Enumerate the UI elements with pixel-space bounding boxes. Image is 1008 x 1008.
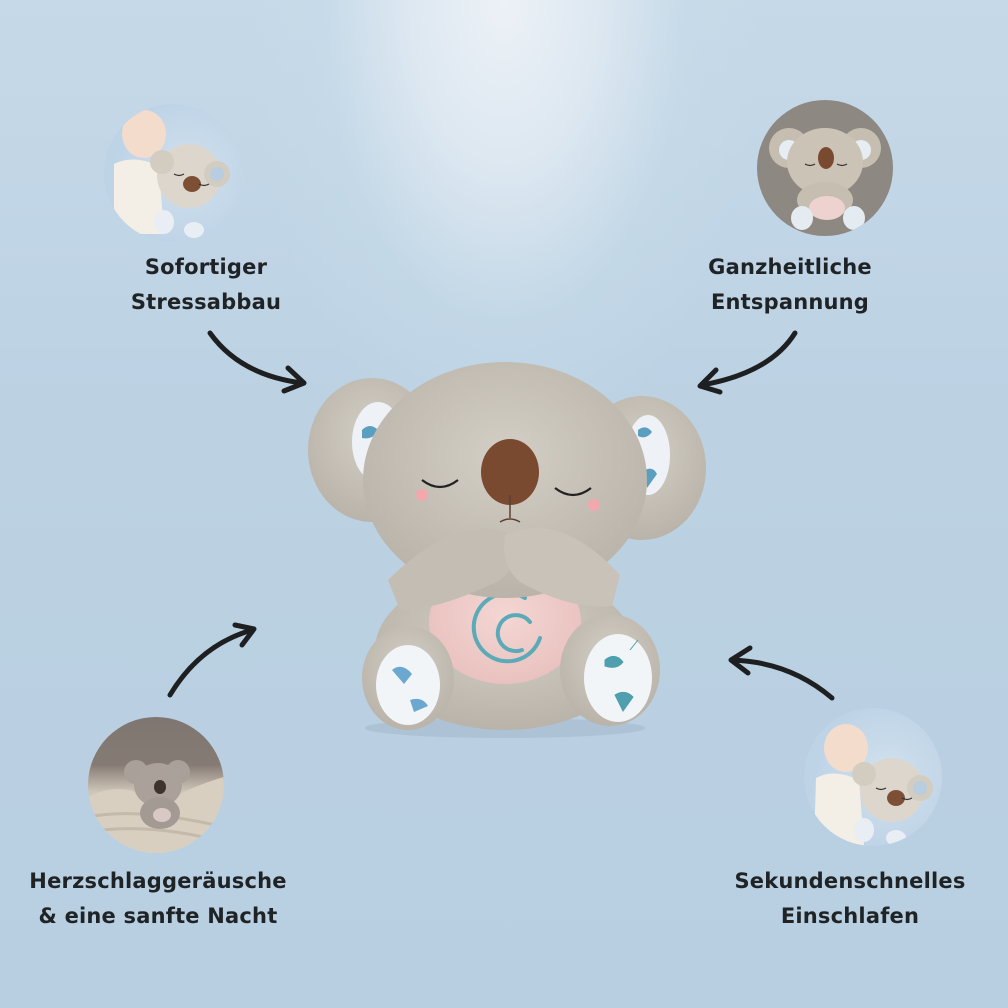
feature-label-line: Stressabbau xyxy=(130,290,282,314)
feature-label-line: Herzschlaggeräusche xyxy=(29,869,287,893)
feature-label-top-right: Ganzheitliche Entspannung xyxy=(680,250,900,320)
feature-label-line: Sekundenschnelles xyxy=(734,869,966,893)
photo-baby-hugging-koala-bottom-right xyxy=(804,708,942,846)
koala-plush-product-image xyxy=(308,362,706,738)
photo-koala-on-couch-top-right xyxy=(757,100,893,236)
feature-label-line: Ganzheitliche xyxy=(708,255,872,279)
feature-label-line: Entspannung xyxy=(710,290,870,314)
arrow-icon-bottom-right xyxy=(728,645,835,701)
feature-label-bottom-left: Herzschlaggeräusche & eine sanfte Nacht xyxy=(0,864,316,934)
photo-baby-hugging-koala-top-left xyxy=(104,104,242,242)
feature-label-line: & eine sanfte Nacht xyxy=(38,904,278,928)
arrow-icon-bottom-left xyxy=(167,622,257,698)
photo-koala-on-blanket-bottom-left xyxy=(88,717,224,853)
feature-label-line: Einschlafen xyxy=(780,904,920,928)
feature-label-line: Sofortiger xyxy=(144,255,268,279)
arrow-icon-top-left xyxy=(207,330,307,394)
feature-label-top-left: Sofortiger Stressabbau xyxy=(96,250,316,320)
arrow-icon-top-right xyxy=(697,330,798,395)
feature-label-bottom-right: Sekundenschnelles Einschlafen xyxy=(700,864,1000,934)
